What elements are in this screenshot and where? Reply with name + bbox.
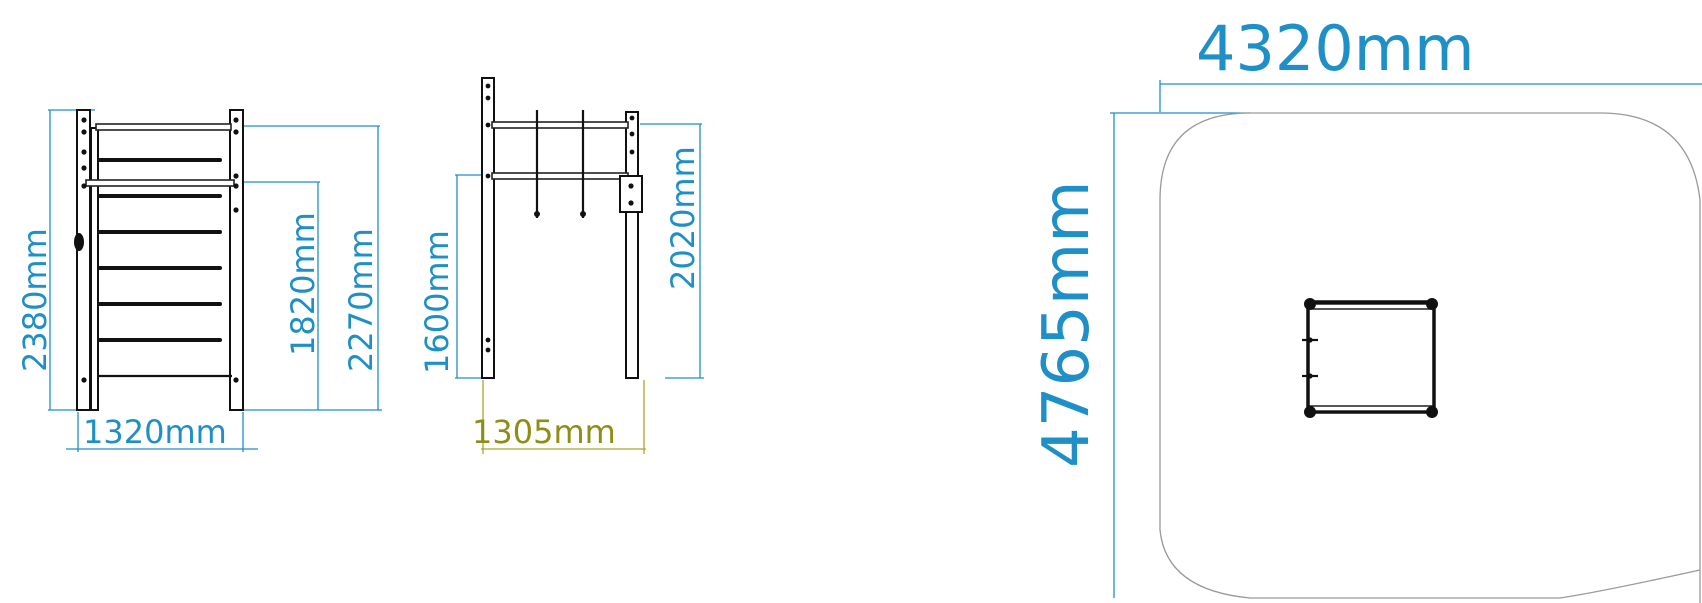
front-height-overall-label: 2380mm [16,228,54,372]
side-view: 1600mm 2020mm 1305mm [418,77,704,454]
front-pull-bar [85,179,235,187]
plan-width-label: 4320mm [1196,12,1475,85]
side-height-bar-label: 1600mm [418,230,456,374]
plan-depth-label: 4765mm [1030,180,1104,468]
plan-view: 4320mm 4765mm [1030,12,1702,603]
front-ladder-rungs [98,158,232,378]
front-view: 2380mm 1820mm 2270mm 1320mm [16,109,382,452]
equipment-footprint [1302,298,1438,418]
side-bracket-plate [619,175,643,213]
plan-view-dimension-lines [1110,80,1702,598]
side-left-post [481,77,495,379]
side-hanging-handles [534,110,586,218]
side-pull-bar [491,172,629,180]
front-right-post [229,109,244,411]
front-height-top-label: 2270mm [342,228,380,372]
side-width-label: 1305mm [472,413,616,451]
side-bolts [485,83,635,353]
side-top-bar [491,121,629,129]
front-left-post [76,109,91,411]
front-width-label: 1320mm [83,413,227,451]
front-view-dimension-lines [48,109,382,452]
front-left-inner-post [90,127,99,411]
front-height-bar-label: 1820mm [284,212,322,356]
side-height-top-label: 2020mm [664,146,702,290]
front-bolts [74,117,239,383]
front-top-bar [95,123,232,131]
side-view-dimension-lines [455,123,704,454]
safety-zone-outline [1159,112,1701,603]
